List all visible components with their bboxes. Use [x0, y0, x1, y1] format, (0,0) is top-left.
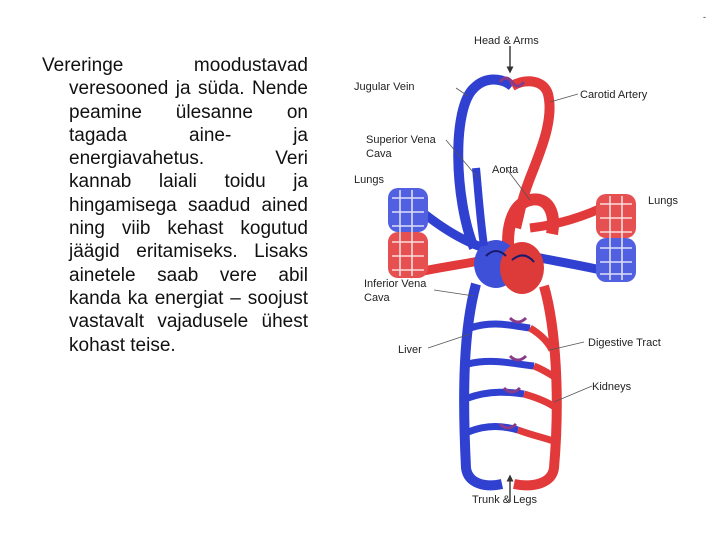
heart-detail — [485, 250, 535, 263]
head-arms-capillaries — [453, 74, 555, 250]
label-trunk-legs: Trunk & Legs — [472, 494, 538, 506]
kidney-artery-loop — [523, 390, 559, 411]
liver-vein-loop — [468, 320, 531, 332]
label-lungs-right: Lungs — [648, 195, 678, 207]
trunk-vein-loop — [466, 423, 519, 436]
left-lung-vein-bed — [388, 188, 428, 232]
right-lung-capillaries — [529, 194, 636, 282]
digestive-loop-1 — [467, 357, 535, 370]
label-jugular-vein: Jugular Vein — [354, 81, 415, 93]
label-liver: Liver — [398, 344, 422, 356]
heart-left-side — [500, 242, 544, 294]
left-lung-artery-bed — [388, 232, 428, 278]
right-lung-mesh — [600, 196, 632, 280]
right-lung-vein-bed — [596, 238, 636, 282]
heart — [474, 240, 544, 294]
leader-carotid — [549, 93, 579, 103]
label-aorta: Aorta — [492, 164, 519, 176]
leader-jugular — [455, 87, 469, 97]
label-carotid-artery: Carotid Artery — [580, 89, 648, 101]
trunk-artery-loop — [516, 426, 558, 446]
leader-svc — [445, 139, 479, 179]
head-vein-loop — [453, 74, 516, 250]
abdominal-capillaries — [466, 316, 559, 446]
abdominal-mesh — [498, 316, 528, 430]
label-head-arms: Head & Arms — [474, 35, 539, 47]
leader-lines — [427, 87, 593, 403]
label-superior-vena-cava-line2: Cava — [366, 148, 393, 160]
label-kidneys: Kidneys — [592, 381, 632, 393]
leader-digestive — [549, 341, 585, 351]
label-inferior-vena-cava-line2: Cava — [364, 292, 391, 304]
main-vessels — [459, 167, 562, 491]
leader-aorta — [505, 167, 531, 201]
leader-liver — [427, 333, 471, 349]
body-paragraph: Vereringe moodustavad veresooned ja süda… — [42, 55, 308, 356]
right-lung-artery-bed — [596, 194, 636, 238]
label-inferior-vena-cava-line1: Inferior Vena — [364, 278, 427, 290]
leader-kidneys — [553, 385, 593, 403]
leader-ivc — [433, 289, 475, 297]
digestive-loop-2 — [532, 362, 558, 381]
corner-mark: - — [703, 12, 706, 22]
head-capillary-mesh — [498, 76, 526, 88]
label-lungs-left: Lungs — [354, 174, 384, 186]
kidney-vein-loop — [466, 388, 525, 402]
label-digestive-tract: Digestive Tract — [588, 337, 661, 349]
descending-aorta — [513, 284, 562, 491]
label-superior-vena-cava-line1: Superior Vena — [366, 134, 437, 146]
inferior-vena-cava — [459, 282, 504, 491]
left-lung-mesh — [392, 190, 424, 276]
digestive-artery-loop — [528, 324, 556, 352]
circulatory-system-diagram: Head & Arms Jugular Vein Carotid Artery … — [354, 35, 678, 506]
superior-vena-cava — [472, 167, 488, 247]
